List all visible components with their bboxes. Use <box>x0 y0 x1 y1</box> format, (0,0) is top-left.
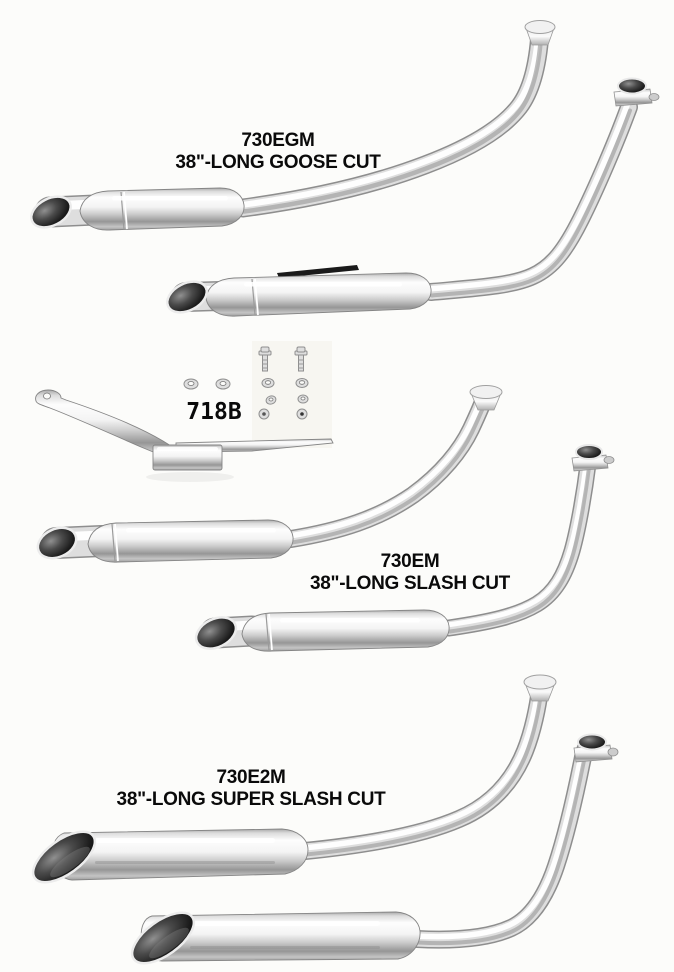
super-slash-pipe-rear <box>130 733 619 965</box>
header-flange-open <box>571 444 615 472</box>
bracket-plate <box>152 444 223 471</box>
slash-tip-opening <box>36 526 78 560</box>
product-label-730e2m: 730E2M 38"-LONG SUPER SLASH CUT <box>101 767 401 811</box>
header-flange <box>469 385 503 411</box>
product-code: 718B <box>186 399 242 425</box>
washer <box>183 378 199 390</box>
muffler-bracket-strip <box>277 265 359 278</box>
product-description: 38"-LONG GOOSE CUT <box>175 152 381 173</box>
super-slash-tip-opening <box>31 830 97 884</box>
muffler <box>241 609 450 652</box>
header-flange <box>523 674 557 702</box>
header-flange <box>524 20 556 46</box>
product-description: 38"-LONG SUPER SLASH CUT <box>116 789 386 810</box>
goose-cut-pipe-front <box>30 20 556 231</box>
goose-cut-pipe-rear <box>166 77 660 317</box>
washer <box>295 378 309 388</box>
bracket-hole <box>43 392 51 400</box>
muffler <box>87 519 294 563</box>
mounting-bracket <box>35 389 334 482</box>
muffler <box>79 187 245 231</box>
product-code: 730EM <box>380 551 440 572</box>
header-flange-open <box>573 733 619 763</box>
bolt <box>258 346 272 372</box>
product-label-718b: 718B <box>176 399 252 425</box>
super-slash-tip-opening <box>130 911 196 965</box>
goose-tip-opening <box>166 280 208 314</box>
washer <box>297 394 309 404</box>
product-figure-730e2m <box>31 674 619 965</box>
product-code: 730EGM <box>241 130 315 151</box>
product-description: 38"-LONG SLASH CUT <box>310 573 510 594</box>
product-code: 730E2M <box>216 767 286 788</box>
slash-tip-opening <box>194 616 238 650</box>
nut <box>296 408 308 420</box>
washer <box>215 378 231 390</box>
product-figure-730em <box>36 385 615 652</box>
super-slash-pipe-front <box>31 674 557 884</box>
muffler <box>205 272 432 317</box>
goose-tip-opening <box>30 195 72 229</box>
slash-cut-pipe-rear <box>194 444 615 652</box>
product-label-730em: 730EM 38"-LONG SLASH CUT <box>290 551 530 595</box>
product-figure-730egm <box>30 20 660 317</box>
washer <box>261 378 275 388</box>
product-figure-718b <box>35 341 334 482</box>
bolt <box>294 346 308 372</box>
washer <box>265 395 277 405</box>
nut <box>258 408 270 420</box>
slash-cut-pipe-front <box>36 385 503 563</box>
header-flange-open <box>613 77 660 107</box>
hardware-kit <box>183 346 309 420</box>
product-label-730egm: 730EGM 38"-LONG GOOSE CUT <box>158 130 398 174</box>
